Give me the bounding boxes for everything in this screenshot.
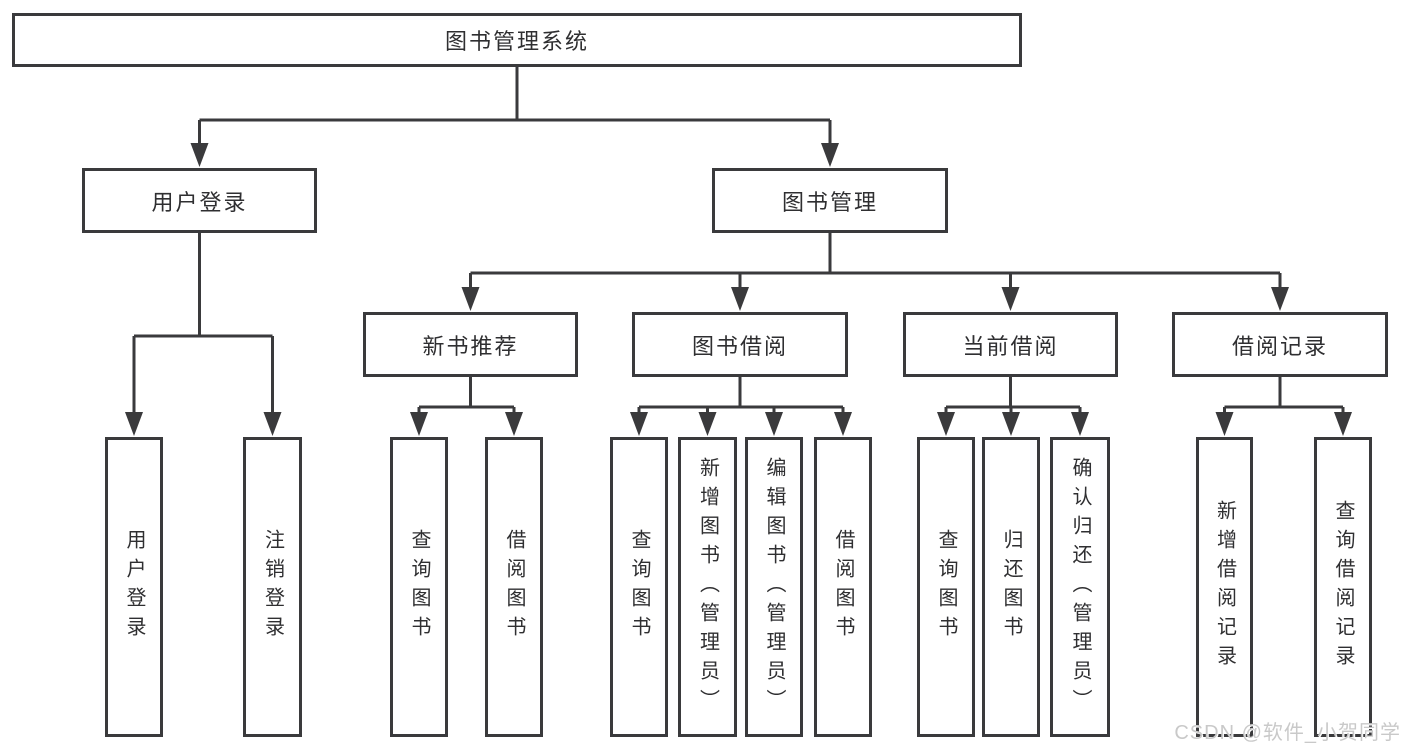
node-leaf_user_login: 用户登录 [105,437,163,737]
node-leaf_cur_confirm: 确认归还（管理员） [1050,437,1110,737]
node-leaf_new_borrow: 借阅图书 [485,437,543,737]
node-label-leaf_cur_return: 归还图书 [1000,529,1022,645]
node-leaf_bor_borrow: 借阅图书 [814,437,872,737]
arrowhead-icon [937,412,955,436]
node-label-login: 用户登录 [151,189,248,215]
arrowhead-icon [461,287,480,311]
node-current: 当前借阅 [903,312,1118,377]
node-root: 图书管理系统 [12,13,1022,67]
node-record: 借阅记录 [1172,312,1388,377]
arrowhead-icon [505,412,523,436]
arrowhead-icon [1271,287,1289,311]
arrowhead-icon [410,412,428,436]
node-newbook: 新书推荐 [363,312,578,377]
node-leaf_bor_query: 查询图书 [610,437,668,737]
node-label-leaf_cur_query: 查询图书 [935,529,957,645]
node-leaf_new_query: 查询图书 [390,437,448,737]
node-label-leaf_logout: 注销登录 [261,529,284,645]
node-label-leaf_user_login: 用户登录 [123,529,145,645]
arrowhead-icon [1334,412,1352,436]
arrowhead-icon [630,412,648,436]
arrowhead-icon [125,412,143,436]
node-label-leaf_bor_edit: 编辑图书（管理员） [763,456,785,718]
node-label-current: 当前借阅 [962,333,1059,359]
node-label-borrow: 图书借阅 [691,333,788,359]
arrowhead-icon [1215,412,1234,436]
node-label-leaf_bor_query: 查询图书 [628,529,650,645]
arrowhead-icon [190,143,209,167]
node-label-root: 图书管理系统 [444,29,589,54]
arrowhead-icon [821,143,839,167]
node-mgmt: 图书管理 [712,168,948,233]
node-label-mgmt: 图书管理 [781,189,878,215]
node-label-leaf_new_borrow: 借阅图书 [503,529,525,645]
node-leaf_bor_edit: 编辑图书（管理员） [745,437,803,737]
node-leaf_cur_query: 查询图书 [917,437,975,737]
node-label-leaf_bor_add: 新增图书（管理员） [696,456,719,718]
node-leaf_rec_add: 新增借阅记录 [1196,437,1253,737]
arrowhead-icon [834,412,852,436]
node-label-leaf_rec_add: 新增借阅记录 [1213,500,1236,674]
node-borrow: 图书借阅 [632,312,848,377]
node-label-leaf_rec_query: 查询借阅记录 [1332,500,1354,674]
node-leaf_logout: 注销登录 [243,437,302,737]
node-label-newbook: 新书推荐 [422,333,519,359]
arrowhead-icon [1001,287,1020,311]
node-label-leaf_new_query: 查询图书 [408,529,430,645]
node-login: 用户登录 [82,168,317,233]
node-label-leaf_cur_confirm: 确认归还（管理员） [1069,456,1091,718]
node-leaf_rec_query: 查询借阅记录 [1314,437,1372,737]
arrowhead-icon [263,412,282,436]
arrowhead-icon [1071,412,1089,436]
arrowhead-icon [765,412,783,436]
node-label-record: 借阅记录 [1231,333,1328,359]
arrowhead-icon [731,287,749,311]
watermark: CSDN @软件_小贺同学 [1174,722,1401,744]
arrowhead-icon [1002,412,1020,436]
node-label-leaf_bor_borrow: 借阅图书 [832,529,854,645]
arrowhead-icon [698,412,717,436]
node-leaf_cur_return: 归还图书 [982,437,1040,737]
node-leaf_bor_add: 新增图书（管理员） [678,437,737,737]
